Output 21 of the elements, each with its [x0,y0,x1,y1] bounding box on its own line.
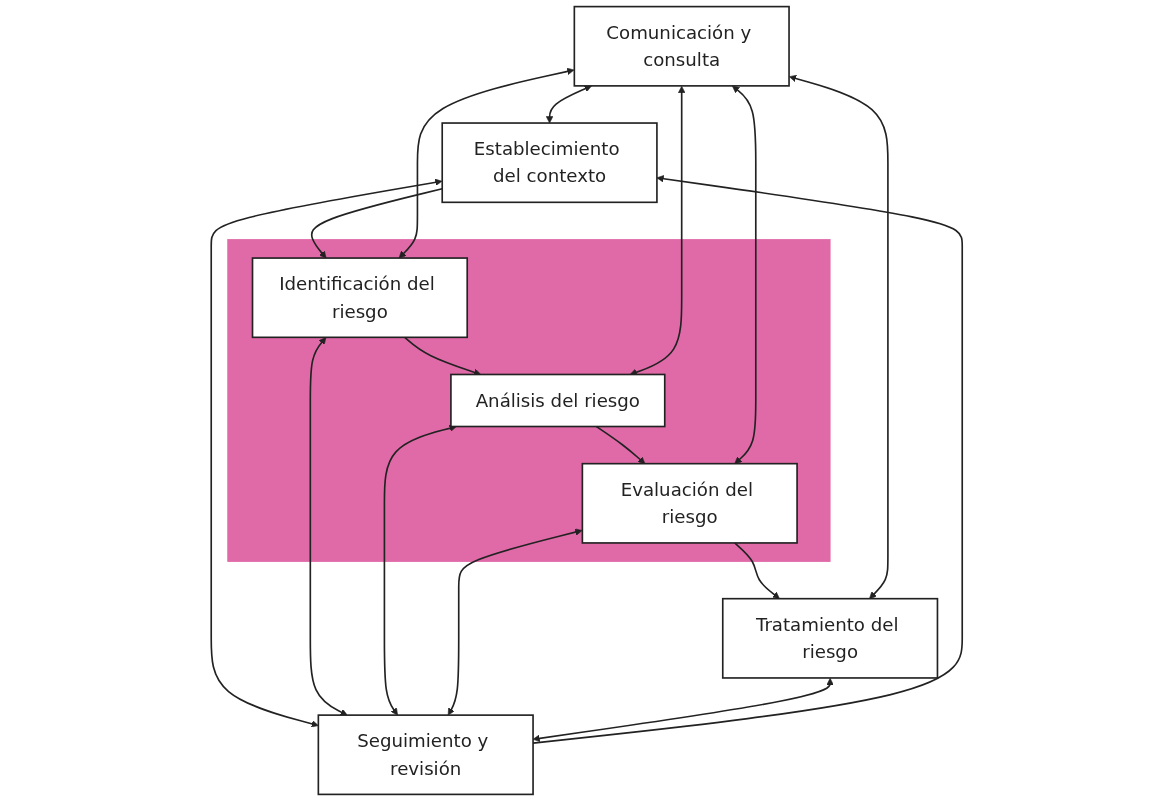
arrow [734,542,781,599]
arrow [404,336,482,376]
arrow [533,677,834,742]
arrow [732,85,757,464]
node-box: Tratamiento del riesgo [722,597,939,679]
arrow [595,425,646,464]
arrow [399,67,575,259]
arrow [309,337,348,716]
arrow [789,74,889,599]
node-box: Análisis del riesgo [450,373,666,428]
node-box: Comunicación y consulta [573,5,791,87]
node-box: Seguimiento y revisión [317,714,535,796]
node-box: Establecimiento del contexto [441,122,658,204]
arrow [383,424,457,716]
arrow [448,528,583,716]
node-box: Evaluación del riesgo [581,462,799,544]
node-box: Identificación del riesgo [251,257,469,339]
cluster [227,239,831,562]
arrow [210,178,443,728]
arrow [546,85,593,124]
arrow [630,85,686,376]
